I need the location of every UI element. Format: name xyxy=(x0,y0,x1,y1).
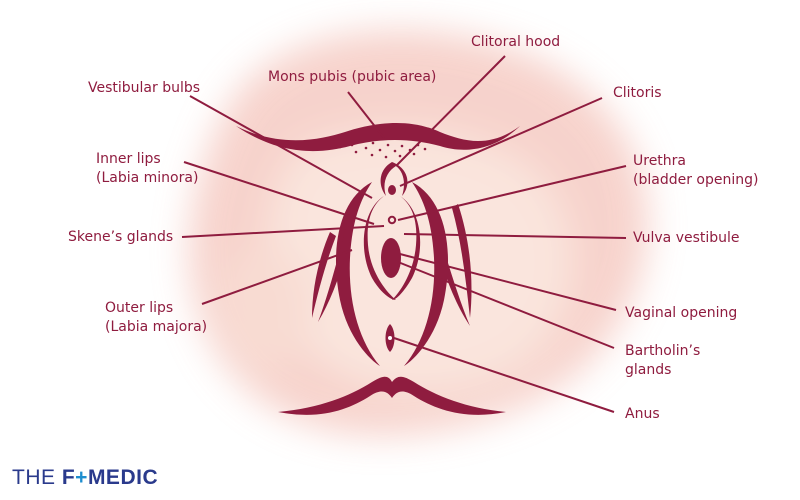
label-mons-pubis: Mons pubis (pubic area) xyxy=(268,69,437,85)
inner-lip-right xyxy=(392,196,421,300)
label-outer-lips: Outer lips (Labia majora) xyxy=(105,299,207,337)
mons-pubis-shape xyxy=(236,122,520,152)
label-inner-lips-line1: Inner lips xyxy=(96,151,161,167)
vaginal-opening-shape xyxy=(381,238,401,278)
label-skenes-glands: Skene’s glands xyxy=(68,229,174,245)
label-urethra-line2: (bladder opening) xyxy=(633,172,759,188)
leader-outer-lips xyxy=(201,249,353,305)
label-clitoris: Clitoris xyxy=(613,85,662,101)
label-outer-lips-line2: (Labia majora) xyxy=(105,319,208,335)
label-inner-lips-line2: (Labia minora) xyxy=(96,170,199,186)
label-vestibular-bulbs: Vestibular bulbs xyxy=(88,80,201,96)
logo-f: F xyxy=(61,466,76,489)
leader-vaginal-opening xyxy=(399,253,617,311)
leader-inner-lips xyxy=(183,161,375,225)
thigh-right xyxy=(428,210,470,326)
inner-lip-left xyxy=(363,196,396,300)
label-urethra-line1: Urethra xyxy=(633,153,687,169)
leader-bartholins-glands xyxy=(397,261,615,349)
leader-clitoris xyxy=(399,97,603,187)
leader-lines xyxy=(181,55,627,413)
label-bartholins-line1: Bartholin’s xyxy=(625,343,701,359)
label-bartholins-line2: glands xyxy=(625,362,672,378)
label-urethra: Urethra (bladder opening) xyxy=(633,152,758,190)
label-vulva-vestibule: Vulva vestibule xyxy=(633,230,740,246)
label-clitoral-hood: Clitoral hood xyxy=(471,34,561,50)
leader-vestibular-bulbs xyxy=(189,95,373,199)
logo-medic: MEDIC xyxy=(87,466,159,489)
leader-skenes-glands xyxy=(181,225,385,238)
brand-logo: THE F+MEDIC xyxy=(12,466,158,490)
leader-vulva-vestibule xyxy=(403,233,627,239)
leader-clitoral-hood xyxy=(395,55,506,167)
label-vaginal-opening: Vaginal opening xyxy=(625,305,738,321)
label-outer-lips-line1: Outer lips xyxy=(105,300,174,316)
label-anus: Anus xyxy=(625,406,660,422)
clitoral-hood-shape xyxy=(380,162,408,196)
urethra-shape xyxy=(387,215,397,225)
leader-urethra xyxy=(397,165,627,221)
clitoris-shape xyxy=(388,185,396,195)
buttock-curve xyxy=(278,376,506,415)
leader-anus xyxy=(393,337,615,413)
label-bartholins-glands: Bartholin’s glands xyxy=(625,342,700,380)
thigh-far-right xyxy=(452,204,472,318)
leader-mons-pubis xyxy=(347,91,385,139)
label-inner-lips: Inner lips (Labia minora) xyxy=(96,150,198,188)
thigh-far-left xyxy=(312,232,336,318)
thigh-left xyxy=(318,204,358,322)
plus-icon: + xyxy=(75,466,88,489)
logo-the: THE xyxy=(12,466,62,489)
